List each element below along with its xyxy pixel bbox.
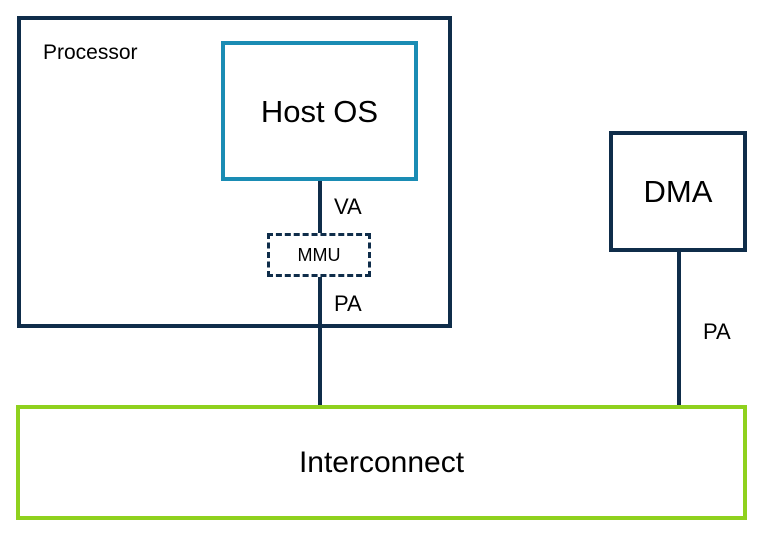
mmu-box: MMU [267, 233, 371, 277]
dma-box: DMA [609, 131, 747, 252]
host-os-label: Host OS [260, 93, 379, 129]
host-os-box: Host OS [221, 41, 418, 181]
pa-edge-label-dma: PA [703, 319, 731, 344]
dma-label: DMA [643, 174, 713, 209]
processor-box [17, 16, 452, 328]
pa-edge-label-processor: PA [334, 291, 362, 316]
interconnect-box: Interconnect [16, 405, 747, 520]
va-edge-label: VA [334, 194, 362, 219]
processor-label: Processor [43, 41, 138, 64]
mmu-label: MMU [297, 245, 341, 265]
connector-dma-interconnect [677, 252, 681, 407]
interconnect-label: Interconnect [298, 445, 465, 479]
connector-mmu-interconnect [318, 277, 322, 407]
connector-hostos-mmu [318, 181, 322, 233]
